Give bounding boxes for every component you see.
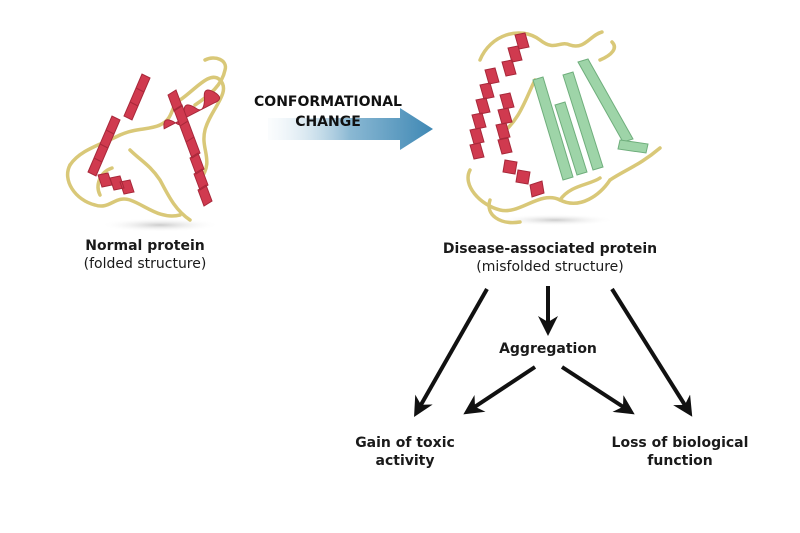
alpha-helices — [87, 73, 221, 207]
loss-of-function-label: Loss of biological function — [595, 434, 765, 470]
toxic-line2: activity — [375, 453, 435, 469]
loss-line1: Loss of biological — [611, 435, 749, 451]
conformational-change-arrow — [268, 108, 433, 150]
arrow-to-loss-of-function — [610, 287, 693, 417]
aggregation-label: Aggregation — [478, 340, 618, 358]
conformational-change-line2: CHANGE — [295, 114, 361, 130]
misfolded-protein-label: Disease-associated protein (misfolded st… — [425, 240, 675, 276]
arrow-to-toxic-activity — [414, 288, 489, 417]
arrow-aggregation-to-loss — [560, 365, 635, 415]
misfolded-protein-subtitle: (misfolded structure) — [476, 259, 624, 275]
misfolded-protein-structure — [466, 30, 662, 226]
flow-arrows — [414, 286, 693, 417]
alpha-helices — [469, 32, 545, 198]
normal-protein-label: Normal protein (folded structure) — [60, 237, 230, 273]
conformational-change-label: CONFORMATIONAL CHANGE — [238, 94, 418, 131]
misfolded-protein-title: Disease-associated protein — [442, 241, 658, 257]
loss-line2: function — [647, 453, 713, 469]
shadow — [495, 214, 615, 226]
toxic-line1: Gain of toxic — [355, 435, 455, 451]
conformational-change-line1: CONFORMATIONAL — [254, 94, 402, 110]
normal-protein-title: Normal protein — [85, 238, 205, 254]
shadow — [100, 218, 220, 232]
normal-protein-structure — [65, 56, 228, 232]
toxic-activity-label: Gain of toxic activity — [330, 434, 480, 470]
aggregation-text: Aggregation — [499, 341, 597, 357]
beta-strands — [532, 58, 649, 181]
coil-loops — [65, 56, 228, 222]
arrow-aggregation-to-toxic — [463, 365, 537, 415]
normal-protein-subtitle: (folded structure) — [83, 256, 207, 272]
